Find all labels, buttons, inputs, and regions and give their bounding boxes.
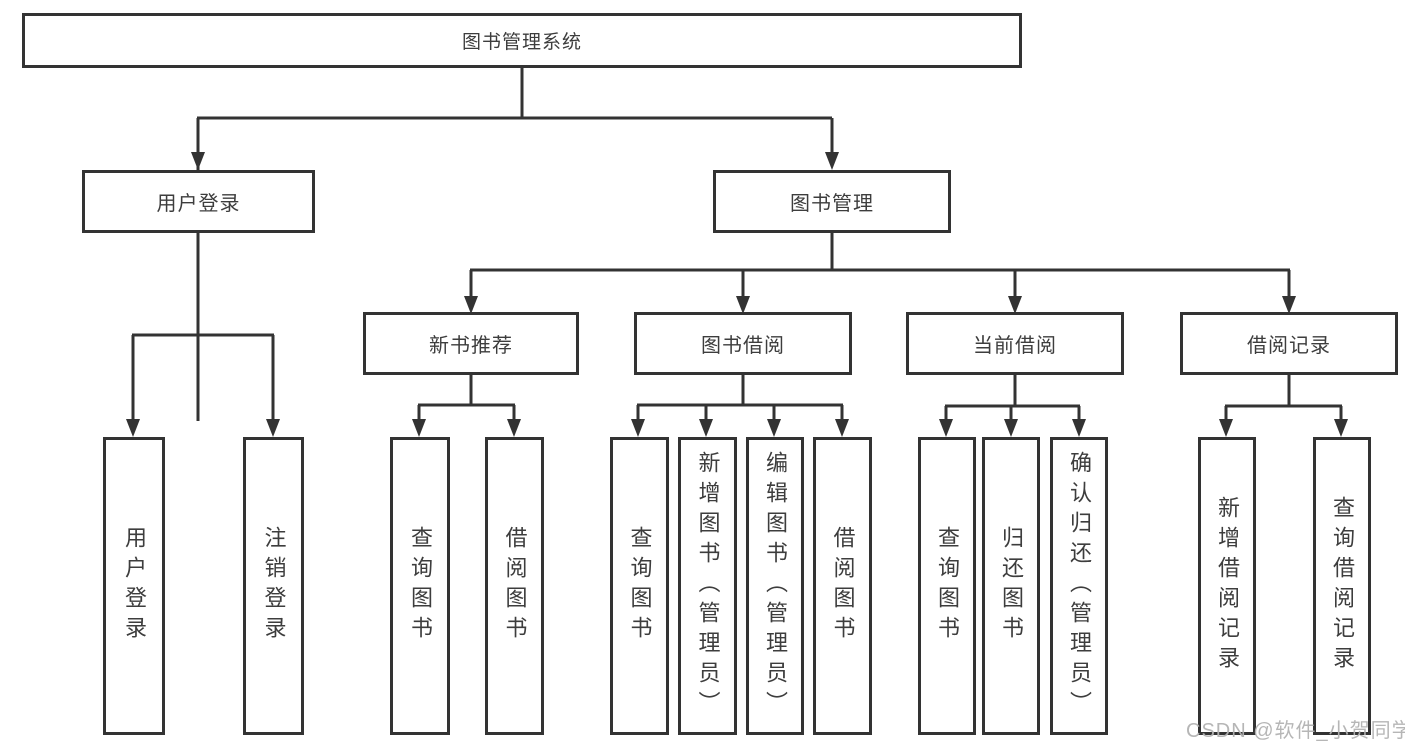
leaf-bb-add-book: 新增图书（管理员） bbox=[678, 437, 737, 735]
leaf-bb-edit-book: 编辑图书（管理员） bbox=[746, 437, 804, 735]
edge-currentborrow-leaves bbox=[944, 375, 1081, 421]
leaf-cb-return-book-label: 归还图书 bbox=[999, 526, 1024, 646]
edge-newbook-leaves bbox=[417, 375, 516, 421]
node-borrow-records-label: 借阅记录 bbox=[1247, 335, 1331, 357]
leaf-br-query-record-label: 查询借阅记录 bbox=[1330, 496, 1355, 676]
node-current-borrow: 当前借阅 bbox=[906, 312, 1124, 375]
edge-borrowrecords-leaves bbox=[1224, 375, 1343, 421]
node-book-management: 图书管理 bbox=[713, 170, 951, 233]
leaf-br-query-record: 查询借阅记录 bbox=[1313, 437, 1371, 735]
leaf-bb-edit-book-label: 编辑图书（管理员） bbox=[763, 451, 788, 721]
leaf-br-add-record: 新增借阅记录 bbox=[1198, 437, 1256, 735]
node-root: 图书管理系统 bbox=[22, 13, 1022, 68]
node-book-management-label: 图书管理 bbox=[790, 193, 874, 215]
node-user-login-label: 用户登录 bbox=[156, 193, 241, 215]
leaf-user-login-label: 用户登录 bbox=[122, 526, 147, 646]
edge-bookborrow-leaves bbox=[636, 375, 844, 421]
leaf-cb-confirm-return: 确认归还（管理员） bbox=[1050, 437, 1108, 735]
leaf-bb-query-book: 查询图书 bbox=[610, 437, 669, 735]
leaf-nb-query-book: 查询图书 bbox=[390, 437, 450, 735]
leaf-nb-borrow-book-label: 借阅图书 bbox=[502, 526, 528, 646]
watermark: CSDN @软件_小贺同学 bbox=[1186, 720, 1405, 742]
node-new-book-recommend-label: 新书推荐 bbox=[429, 335, 513, 357]
node-new-book-recommend: 新书推荐 bbox=[363, 312, 579, 375]
leaf-bb-borrow-book: 借阅图书 bbox=[813, 437, 872, 735]
leaf-bb-query-book-label: 查询图书 bbox=[627, 526, 653, 646]
node-borrow-records: 借阅记录 bbox=[1180, 312, 1398, 375]
leaf-nb-borrow-book: 借阅图书 bbox=[485, 437, 544, 735]
leaf-bb-add-book-label: 新增图书（管理员） bbox=[695, 451, 721, 721]
node-root-label: 图书管理系统 bbox=[461, 32, 582, 53]
leaf-cb-query-book-label: 查询图书 bbox=[935, 526, 960, 646]
leaf-logout-label: 注销登录 bbox=[261, 526, 287, 646]
node-current-borrow-label: 当前借阅 bbox=[973, 335, 1057, 357]
edge-bookmgmt-level3 bbox=[469, 233, 1291, 298]
leaf-cb-confirm-return-label: 确认归还（管理员） bbox=[1067, 451, 1092, 721]
node-book-borrow-label: 图书借阅 bbox=[701, 335, 785, 357]
leaf-br-add-record-label: 新增借阅记录 bbox=[1215, 496, 1240, 676]
leaf-bb-borrow-book-label: 借阅图书 bbox=[830, 526, 856, 646]
leaf-user-login: 用户登录 bbox=[103, 437, 165, 735]
leaf-cb-query-book: 查询图书 bbox=[918, 437, 976, 735]
node-book-borrow: 图书借阅 bbox=[634, 312, 852, 375]
edge-userlogin-leaves bbox=[131, 233, 275, 421]
leaf-nb-query-book-label: 查询图书 bbox=[408, 526, 433, 646]
leaf-logout: 注销登录 bbox=[243, 437, 304, 735]
leaf-cb-return-book: 归还图书 bbox=[982, 437, 1040, 735]
node-user-login: 用户登录 bbox=[82, 170, 315, 233]
